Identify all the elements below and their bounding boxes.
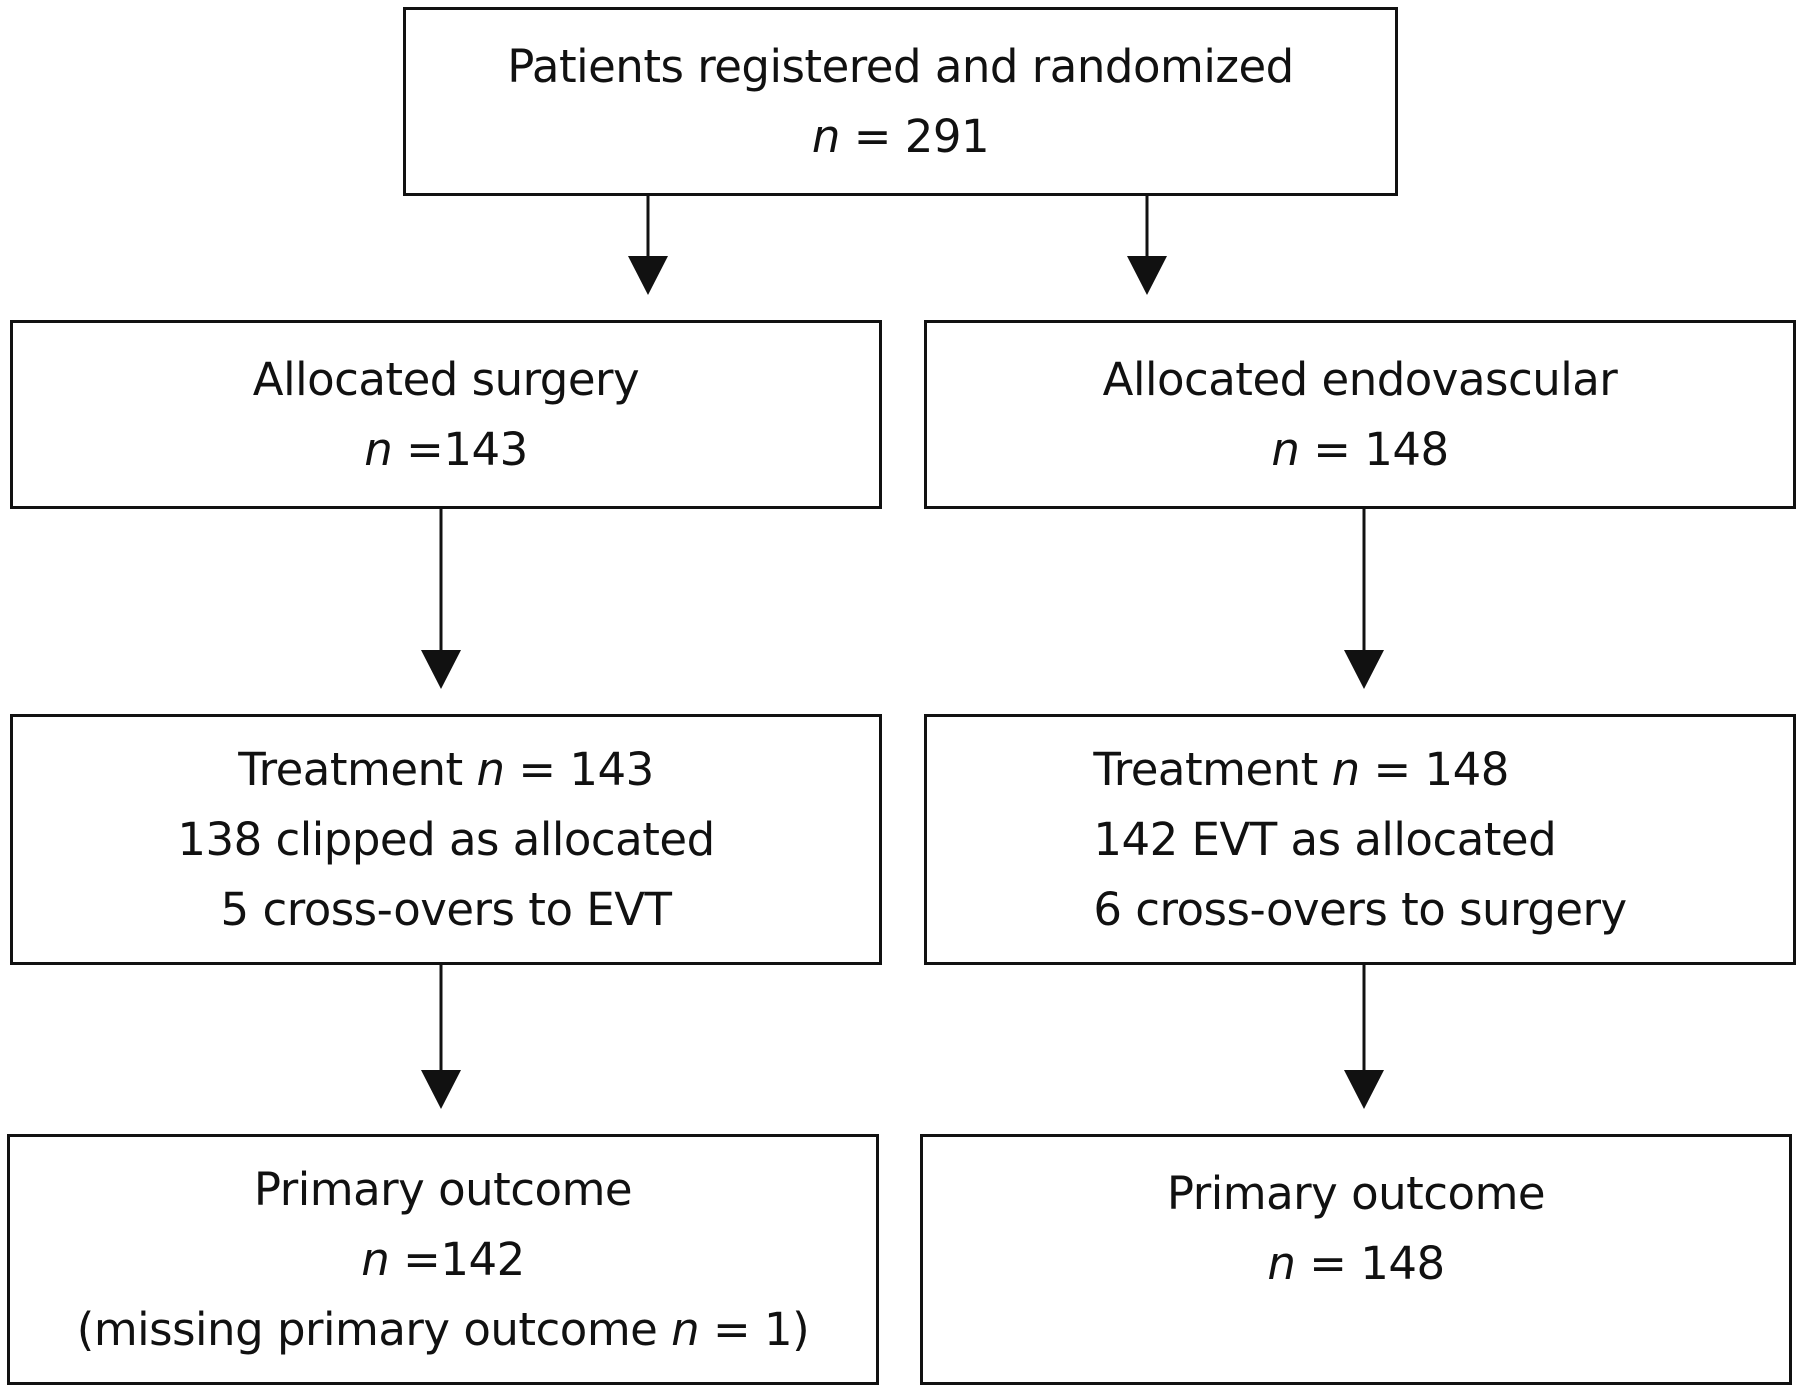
allocated-endovascular-title: Allocated endovascular [1102,352,1618,406]
missing-prefix: (missing primary outcome [76,1302,658,1356]
treatment-endovascular-lines: Treatment n = 148 142 EVT as allocated 6… [1093,735,1627,945]
n-symbol: n [364,422,393,476]
arrow-registered-to-endovascular [1127,192,1167,295]
outcome-endovascular-title: Primary outcome [1166,1166,1546,1220]
n-symbol: n [811,109,841,163]
n-symbol: n [1271,422,1300,476]
treatment-endovascular-line2: 142 EVT as allocated [1093,812,1557,866]
box-primary-outcome-endovascular: Primary outcome n = 148 [920,1134,1792,1385]
treatment-endovascular-n-value: = 148 [1373,742,1509,796]
outcome-endovascular-count: n = 148 [1167,1229,1545,1299]
allocated-surgery-count: n =143 [364,415,528,485]
box-allocated-endovascular: Allocated endovascular n = 148 [924,320,1796,509]
treatment-endovascular-line3: 6 cross-overs to surgery [1093,882,1627,936]
box-registered-randomized: Patients registered and randomized n = 2… [403,7,1398,196]
box-treatment-endovascular: Treatment n = 148 142 EVT as allocated 6… [924,714,1796,965]
treatment-surgery-line3: 5 cross-overs to EVT [220,882,672,936]
treatment-surgery-n-value: = 143 [518,742,654,796]
box-allocated-surgery: Allocated surgery n =143 [10,320,882,509]
outcome-surgery-title: Primary outcome [253,1162,633,1216]
n-symbol: n [361,1232,390,1286]
treatment-surgery-line2: 138 clipped as allocated [177,812,715,866]
arrow-allocated-surgery-to-treatment [421,509,461,689]
n-symbol: n [1267,1236,1296,1290]
box-primary-outcome-surgery: Primary outcome n =142 (missing primary … [7,1134,879,1385]
allocated-endovascular-n-value: = 148 [1313,422,1449,476]
treatment-endovascular-title: Treatment n = 148 [1093,735,1626,805]
allocated-surgery-n-value: =143 [406,422,528,476]
treatment-label: Treatment [1093,742,1318,796]
outcome-endovascular-n-value: = 148 [1309,1236,1445,1290]
arrow-registered-to-surgery [628,192,668,295]
outcome-surgery-missing: (missing primary outcome n = 1) [76,1295,810,1365]
outcome-surgery-n-value: =142 [403,1232,525,1286]
n-symbol: n [1331,742,1361,796]
outcome-endovascular-lines: Primary outcome n = 148 [1166,1159,1546,1299]
n-symbol: n [476,742,506,796]
allocated-endovascular-count: n = 148 [1271,415,1449,485]
arrow-treatment-endovascular-to-outcome [1344,965,1384,1109]
arrow-treatment-surgery-to-outcome [421,965,461,1109]
treatment-label: Treatment [238,742,463,796]
box-treatment-surgery: Treatment n = 143 138 clipped as allocat… [10,714,882,965]
registered-count: n = 291 [811,102,990,172]
missing-suffix: = 1) [713,1302,810,1356]
treatment-surgery-title: Treatment n = 143 [238,735,654,805]
n-symbol: n [671,1302,700,1356]
allocated-surgery-title: Allocated surgery [252,352,640,406]
registered-n-value: = 291 [853,109,990,163]
registered-title: Patients registered and randomized [507,39,1294,93]
arrow-allocated-endovascular-to-treatment [1344,509,1384,689]
outcome-surgery-count: n =142 [361,1225,525,1295]
